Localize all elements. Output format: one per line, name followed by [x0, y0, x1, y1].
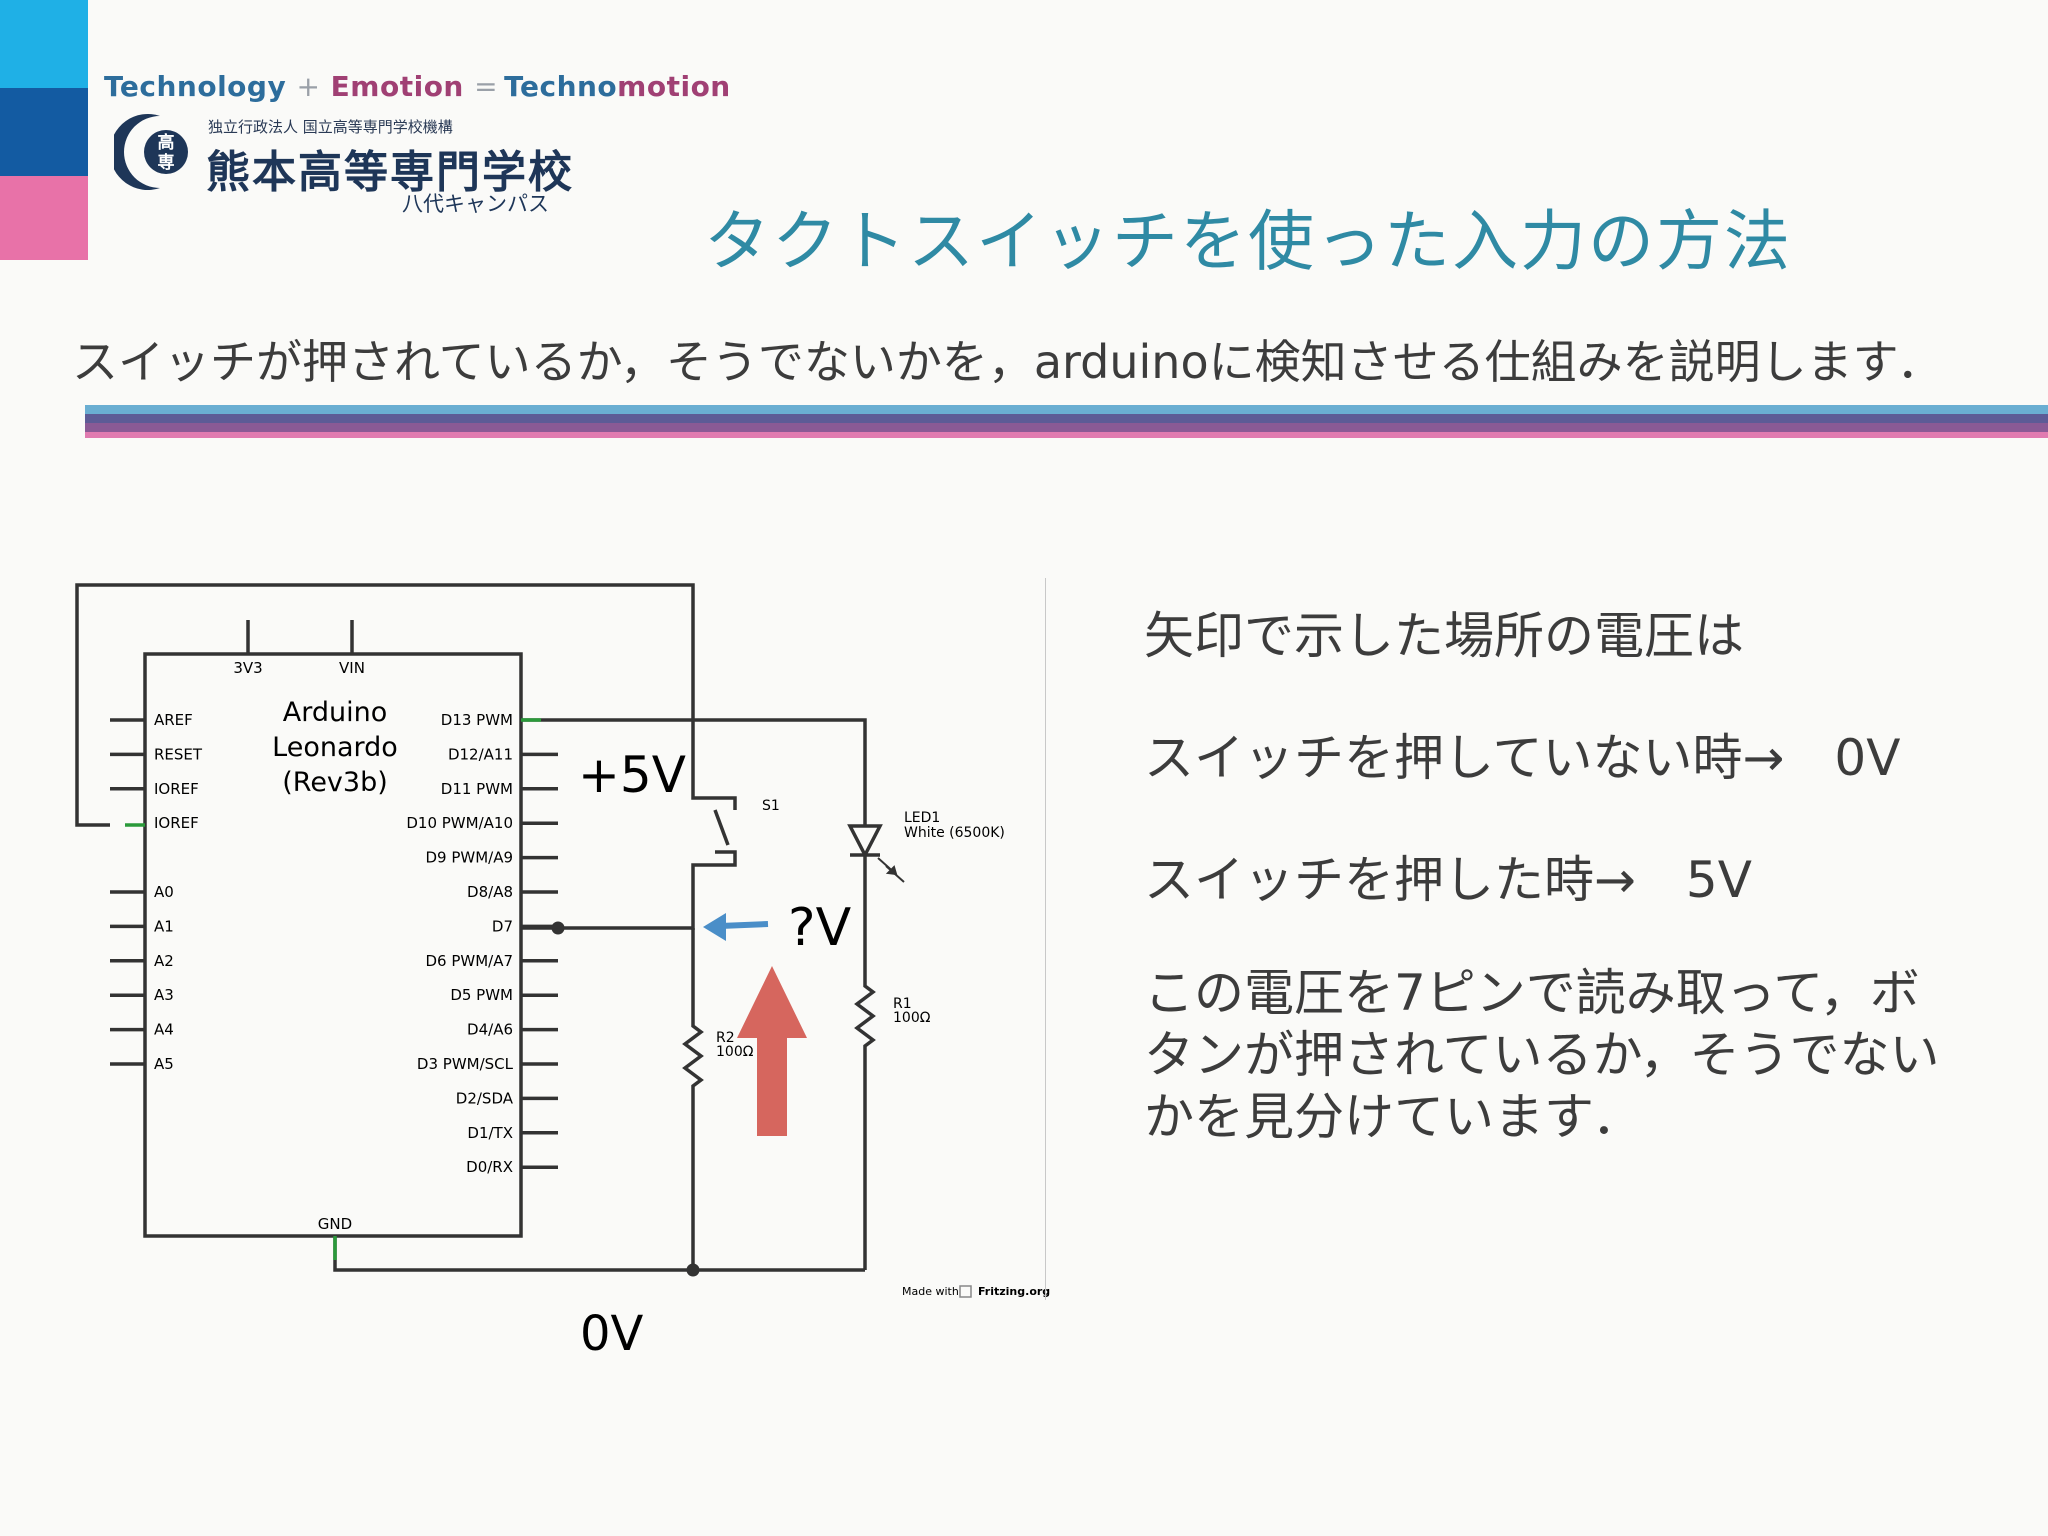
wire-ioref-to-switch [75, 583, 695, 827]
tagline: Technology + Emotion =Technomotion [104, 70, 731, 103]
pin-label-right: D9 PWM/A9 [425, 849, 513, 867]
pin-label-right: D6 PWM/A7 [425, 952, 513, 970]
pin-label-right: D10 PWM/A10 [406, 814, 513, 832]
resistor-r1 [854, 970, 876, 1060]
pin-label-right: D3 PWM/SCL [417, 1055, 514, 1073]
pin-label-vin: VIN [339, 659, 365, 677]
explanation-line-1: 矢印で示した場所の電圧は [1144, 607, 1744, 665]
header-band-purple [85, 423, 2048, 432]
pin-label-left: A4 [154, 1021, 174, 1039]
tagline-motion: motion [617, 70, 731, 103]
pin-label-left: A5 [154, 1055, 174, 1073]
pin-label-left: A0 [154, 883, 174, 901]
pin-label-right: D11 PWM [441, 780, 513, 798]
fritzing-credit-site: Fritzing.org [978, 1285, 1050, 1298]
explanation-line-4c: かを見分けています． [1144, 1088, 1642, 1146]
led-triangle [847, 824, 883, 859]
org-line: 独立行政法人 国立高等専門学校機構 [208, 118, 453, 136]
pin-label-left: IOREF [154, 780, 199, 798]
pin-label-left: A1 [154, 917, 174, 935]
corner-block-navy [0, 88, 88, 176]
voltage-zero: 0V [580, 1306, 644, 1362]
switch-bottom-contact [691, 850, 737, 930]
pin-label-right: D4/A6 [467, 1021, 513, 1039]
header-band-indigo [85, 414, 2048, 423]
r2-value: 100Ω [716, 1044, 754, 1060]
pin-label-right: D5 PWM [450, 986, 513, 1004]
corner-block-pink [0, 176, 88, 260]
board-name-line3: (Rev3b) [282, 767, 388, 798]
voltage-plus5v: +5V [578, 746, 686, 804]
pin-label-left: A2 [154, 952, 174, 970]
school-emblem-logo: 高 専 [114, 114, 188, 190]
led-label: LED1 [904, 810, 940, 826]
wire-gnd-return [333, 1236, 865, 1272]
pin-label-right: D0/RX [466, 1158, 513, 1176]
blue-arrow-icon [703, 913, 769, 941]
explanation-line-3: スイッチを押した時→ 5V [1144, 851, 1752, 909]
fritzing-credit-made: Made with [902, 1285, 959, 1298]
pin-label-gnd: GND [318, 1215, 352, 1233]
tagline-technology: Technology [104, 70, 287, 103]
header-band-blue [85, 405, 2048, 414]
pin-label-right: D1/TX [467, 1124, 513, 1142]
r1-label: R1 [893, 996, 912, 1012]
pin-label-left: RESET [154, 745, 203, 763]
led-description: White (6500K) [904, 825, 1005, 841]
tagline-plus: + [296, 70, 321, 103]
r1-value: 100Ω [893, 1010, 931, 1026]
switch-lever [713, 809, 730, 846]
resistor-r2 [682, 1020, 704, 1100]
arduino-board-outline [143, 652, 523, 1238]
school-name: 熊本高等専門学校 [206, 147, 574, 198]
pin-label-right: D8/A8 [467, 883, 513, 901]
red-up-arrow-icon [737, 966, 807, 1136]
slide-subtitle: スイッチが押されているか，そうでないかを，arduinoに検知させる仕組みを説明… [72, 335, 1943, 389]
board-name-line2: Leonardo [272, 732, 398, 763]
header-band-pink [85, 432, 2048, 438]
wire-d13-to-led [521, 718, 867, 815]
voltage-unknown: ?V [788, 898, 852, 958]
slide-title: タクトスイッチを使った入力の方法 [704, 203, 1792, 280]
pin-label-3v3: 3V3 [233, 659, 262, 677]
pin-label-left: A3 [154, 986, 174, 1004]
pin-label-right: D12/A11 [448, 745, 513, 763]
column-divider [1045, 578, 1046, 1300]
explanation-paragraph: この電圧を7ピンで読み取って，ボ タンが押されているか，そうでない かを見分けて… [1144, 962, 1940, 1148]
corner-block-cyan [0, 0, 88, 88]
tagline-emotion: Emotion [330, 70, 464, 103]
tagline-techno: Techno [504, 70, 618, 103]
pin-label-right: D2/SDA [456, 1089, 514, 1107]
pin-label-right: D7 [492, 917, 513, 935]
board-name-line1: Arduino [283, 697, 387, 728]
pin-label-left: IOREF [154, 814, 199, 832]
explanation-line-4a: この電圧を7ピンで読み取って，ボ [1144, 964, 1920, 1022]
fritzing-logo-icon [959, 1285, 972, 1298]
tagline-equals: = [474, 70, 499, 103]
explanation-line-2: スイッチを押していない時→ 0V [1144, 729, 1901, 787]
pin-label-left: AREF [154, 711, 193, 729]
r2-label: R2 [716, 1030, 735, 1046]
junction-gnd [686, 1263, 700, 1277]
emblem-char-1: 高 [158, 132, 175, 153]
campus-name: 八代キャンパス [402, 192, 549, 216]
emblem-char-2: 専 [158, 153, 175, 173]
switch-top-contact [691, 790, 737, 810]
switch-label: S1 [762, 798, 780, 814]
explanation-line-4b: タンが押されているか，そうでない [1144, 1026, 1940, 1084]
pin-label-right: D13 PWM [441, 711, 513, 729]
